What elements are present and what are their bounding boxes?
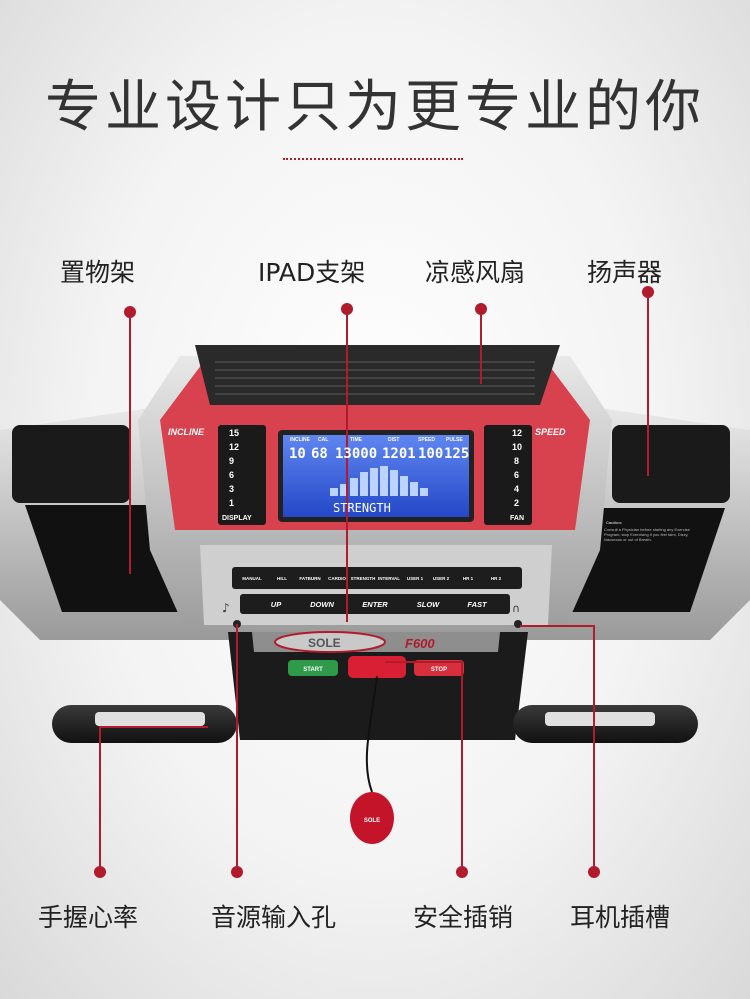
label-safety-key: 安全插销: [413, 903, 514, 932]
start-key-shape: [288, 660, 338, 676]
safety-key-slot: [348, 656, 406, 678]
left-pulse-sensor: [95, 712, 205, 726]
incline-level-12: 12: [229, 442, 239, 452]
control-key-up[interactable]: UP: [271, 600, 282, 609]
control-key-down[interactable]: DOWN: [310, 600, 334, 609]
speed-level-2: 2: [514, 498, 519, 508]
lcd-header-speed: SPEED: [418, 437, 435, 443]
speed-label: SPEED: [535, 427, 566, 437]
start-button[interactable]: START: [303, 667, 323, 673]
program-key-user-2[interactable]: USER 2: [433, 576, 450, 581]
label-speaker: 扬声器: [587, 258, 663, 287]
lcd-header-pulse: PULSE: [446, 437, 463, 443]
lcd-value-time: 13000: [335, 446, 377, 462]
lcd-value-incline: 10: [289, 446, 306, 462]
incline-level-15: 15: [229, 428, 239, 438]
speed-level-10: 10: [512, 442, 522, 452]
sole-badge: [274, 631, 386, 653]
speed-key-column: [484, 425, 532, 525]
incline-level-6: 6: [229, 470, 234, 480]
display-key-label: DISPLAY: [222, 515, 252, 522]
label-hand-pulse: 手握心率: [38, 903, 139, 932]
stop-button[interactable]: STOP: [431, 667, 447, 673]
label-shelf: 置物架: [60, 258, 136, 287]
brand-logo: SOLE: [308, 636, 341, 650]
speed-level-8: 8: [514, 456, 519, 466]
incline-label: INCLINE: [168, 427, 205, 437]
title-divider: [283, 158, 463, 160]
control-key-enter[interactable]: ENTER: [362, 600, 388, 609]
stop-key-shape: [414, 660, 464, 676]
safety-key-clip: [350, 792, 394, 844]
program-key-strength[interactable]: STRENGTH: [351, 576, 376, 581]
lcd-value-cal: 68: [311, 446, 328, 462]
warning-title: Caution:: [606, 520, 622, 525]
label-cooling-fan: 凉感风扇: [425, 258, 526, 287]
speed-level-4: 4: [514, 484, 519, 494]
speed-level-6: 6: [514, 470, 519, 480]
lcd-header-incline: INCLINE: [290, 437, 311, 443]
program-key-user-1[interactable]: USER 1: [407, 576, 424, 581]
control-key-row: [240, 594, 510, 614]
label-ipad-holder: IPAD支架: [258, 258, 366, 287]
fan-key-label: FAN: [510, 515, 524, 522]
callout-lines: [99, 294, 649, 870]
program-key-fatburn[interactable]: FATBURN: [299, 576, 320, 581]
headphones-icon: ∩: [512, 602, 520, 615]
lcd-value-pulse: 125: [444, 446, 469, 462]
callout-dots: [94, 286, 654, 878]
safety-key-tether: [365, 675, 378, 793]
left-speaker-grille: [12, 425, 130, 503]
safety-clip-logo: SOLE: [364, 818, 380, 824]
cooling-fan-vent: [195, 345, 560, 405]
lcd-header-cal: CAL: [318, 437, 328, 443]
lcd-program-profile: [330, 466, 428, 496]
incline-level-9: 9: [229, 456, 234, 466]
right-pulse-sensor: [545, 712, 655, 726]
program-key-cardio[interactable]: CARDIO: [328, 576, 346, 581]
program-key-interval[interactable]: INTERVAL: [378, 576, 400, 581]
speed-level-12: 12: [512, 428, 522, 438]
incline-level-3: 3: [229, 484, 234, 494]
program-key-manual[interactable]: MANUAL: [242, 576, 262, 581]
incline-key-column: [218, 425, 266, 525]
model-label: F600: [405, 636, 435, 651]
music-note-icon: ♪: [222, 601, 230, 615]
program-key-hr-2[interactable]: HR 2: [491, 576, 502, 581]
control-key-fast[interactable]: FAST: [467, 600, 488, 609]
lcd-program-name: STRENGTH: [333, 501, 391, 515]
warning-text: Consult a Physician before starting any …: [604, 527, 690, 542]
right-speaker-grille: [612, 425, 730, 503]
label-headphone-jack: 耳机插槽: [570, 903, 671, 932]
page-title: 专业设计只为更专业的你: [45, 75, 705, 140]
lcd-value-dist: 1201: [382, 446, 416, 462]
program-key-hr-1[interactable]: HR 1: [463, 576, 474, 581]
lcd-header-dist: DIST: [388, 437, 399, 443]
lcd-value-speed: 100: [418, 446, 443, 462]
label-audio-input: 音源输入孔: [211, 903, 337, 932]
program-key-row: [232, 567, 522, 589]
lcd-header-time: TIME: [350, 437, 363, 443]
lower-console: [228, 632, 528, 740]
control-key-slow[interactable]: SLOW: [417, 600, 440, 609]
incline-level-1: 1: [229, 498, 234, 508]
program-key-hill[interactable]: HILL: [277, 576, 287, 581]
